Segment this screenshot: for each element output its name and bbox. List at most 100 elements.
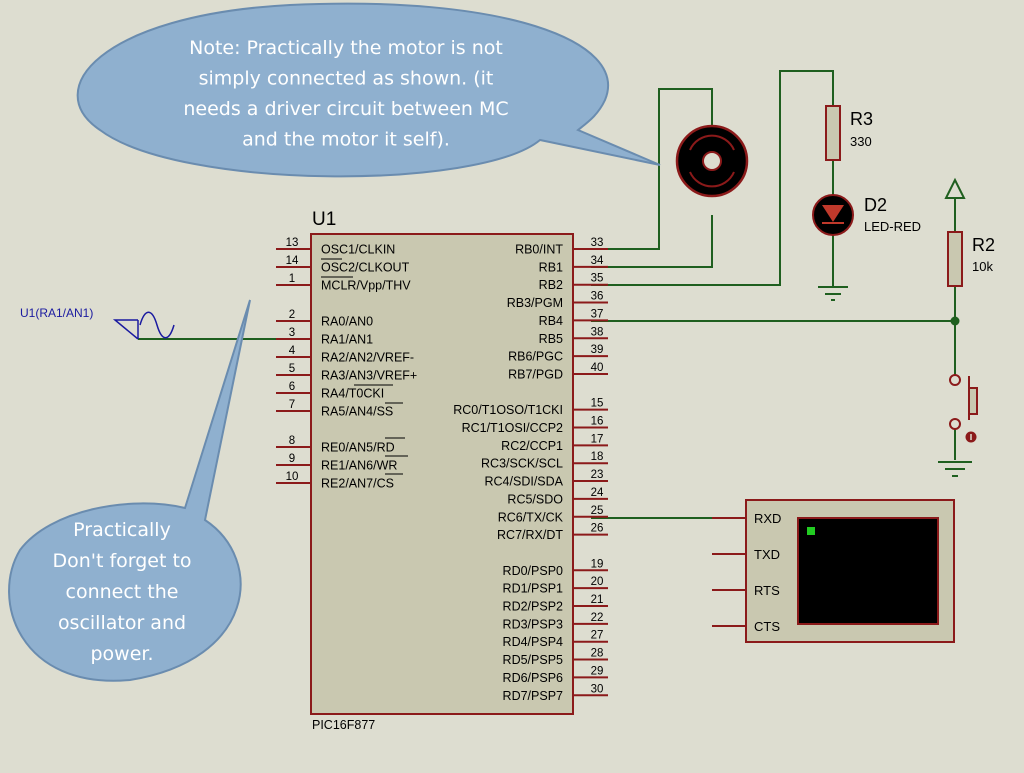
pin-name: RA5/AN4/SS — [321, 405, 393, 419]
pin-name: MCLR/Vpp/THV — [321, 279, 411, 293]
pin-name: RC6/TX/CK — [498, 510, 564, 524]
button-cap — [968, 387, 978, 415]
pin-number: 28 — [591, 648, 604, 660]
callout-line: and the motor it self). — [242, 129, 450, 151]
chip-pin-36[interactable]: 36 RB3/PGM — [507, 291, 608, 311]
dc-motor-icon[interactable] — [675, 124, 749, 198]
pin-name: RD1/PSP1 — [503, 582, 563, 596]
pin-name: RD4/PSP4 — [503, 635, 563, 649]
ground-icon — [818, 286, 848, 301]
resistor-r2[interactable]: R2 10k — [947, 231, 995, 287]
pin-number: 35 — [591, 273, 604, 285]
sine-wave — [139, 311, 175, 339]
pin-name: RE1/AN6/WR — [321, 459, 397, 473]
pin-name: RA0/AN0 — [321, 315, 373, 329]
pin-number: 22 — [591, 612, 604, 624]
pin-number: 34 — [591, 255, 604, 267]
resistor-r3[interactable]: R3 330 — [825, 105, 873, 161]
push-button-icon[interactable] — [949, 374, 978, 443]
terminal-pin-rts: RTS — [754, 583, 780, 598]
callout-line: Don't forget to — [52, 550, 191, 572]
pin-name: RB2 — [539, 278, 563, 292]
pin-number: 4 — [289, 345, 296, 357]
pin-number: 15 — [591, 398, 604, 410]
pin-name: RB3/PGM — [507, 296, 563, 310]
terminal-cursor — [807, 527, 815, 535]
r2-ref: R2 — [972, 235, 995, 255]
motor-arc — [689, 134, 735, 151]
sine-wave-generator-icon[interactable]: U1(RA1/AN1) — [20, 306, 175, 340]
pin-number: 20 — [591, 576, 604, 588]
callout-line: needs a driver circuit between MC — [183, 98, 508, 120]
callout-text: Note: Practically the motor is notsimply… — [183, 37, 508, 151]
pin-name: RA1/AN1 — [321, 333, 373, 347]
pin-name: RC4/SDI/SDA — [485, 475, 564, 489]
led-triangle — [822, 205, 844, 222]
pin-name: RB5 — [539, 332, 563, 346]
pin-name: OSC2/CLKOUT — [321, 261, 410, 275]
led-d2[interactable]: D2 LED-RED — [812, 194, 921, 236]
virtual-terminal[interactable]: RXD TXD RTS CTS — [712, 499, 955, 643]
terminal-pin-cts: CTS — [754, 619, 780, 634]
pin-number: 7 — [289, 399, 295, 411]
pin-number: 29 — [591, 665, 604, 677]
terminal-pin-rxd: RXD — [754, 511, 781, 526]
chip-part: PIC16F877 — [312, 718, 375, 732]
terminal-pin-txd: TXD — [754, 547, 780, 562]
callout-line: connect the — [66, 581, 179, 603]
pin-name: RB0/INT — [515, 243, 563, 257]
chip-pin-35[interactable]: 35 RB2 — [539, 273, 608, 293]
pin-number: 36 — [591, 291, 604, 303]
pin-name: RC7/RX/DT — [497, 528, 563, 542]
pin-name: RD7/PSP7 — [503, 689, 563, 703]
pin-number: 24 — [591, 487, 604, 499]
pin-number: 9 — [289, 453, 295, 465]
pin-number: 21 — [591, 594, 604, 606]
wire-rb1-motor — [591, 215, 713, 268]
pin-number: 8 — [289, 435, 295, 447]
r3-value: 330 — [850, 134, 872, 149]
pin-number: 17 — [591, 433, 604, 445]
junction-dot — [950, 316, 960, 326]
callout-bubble — [8, 299, 251, 682]
pin-number: 23 — [591, 469, 604, 481]
